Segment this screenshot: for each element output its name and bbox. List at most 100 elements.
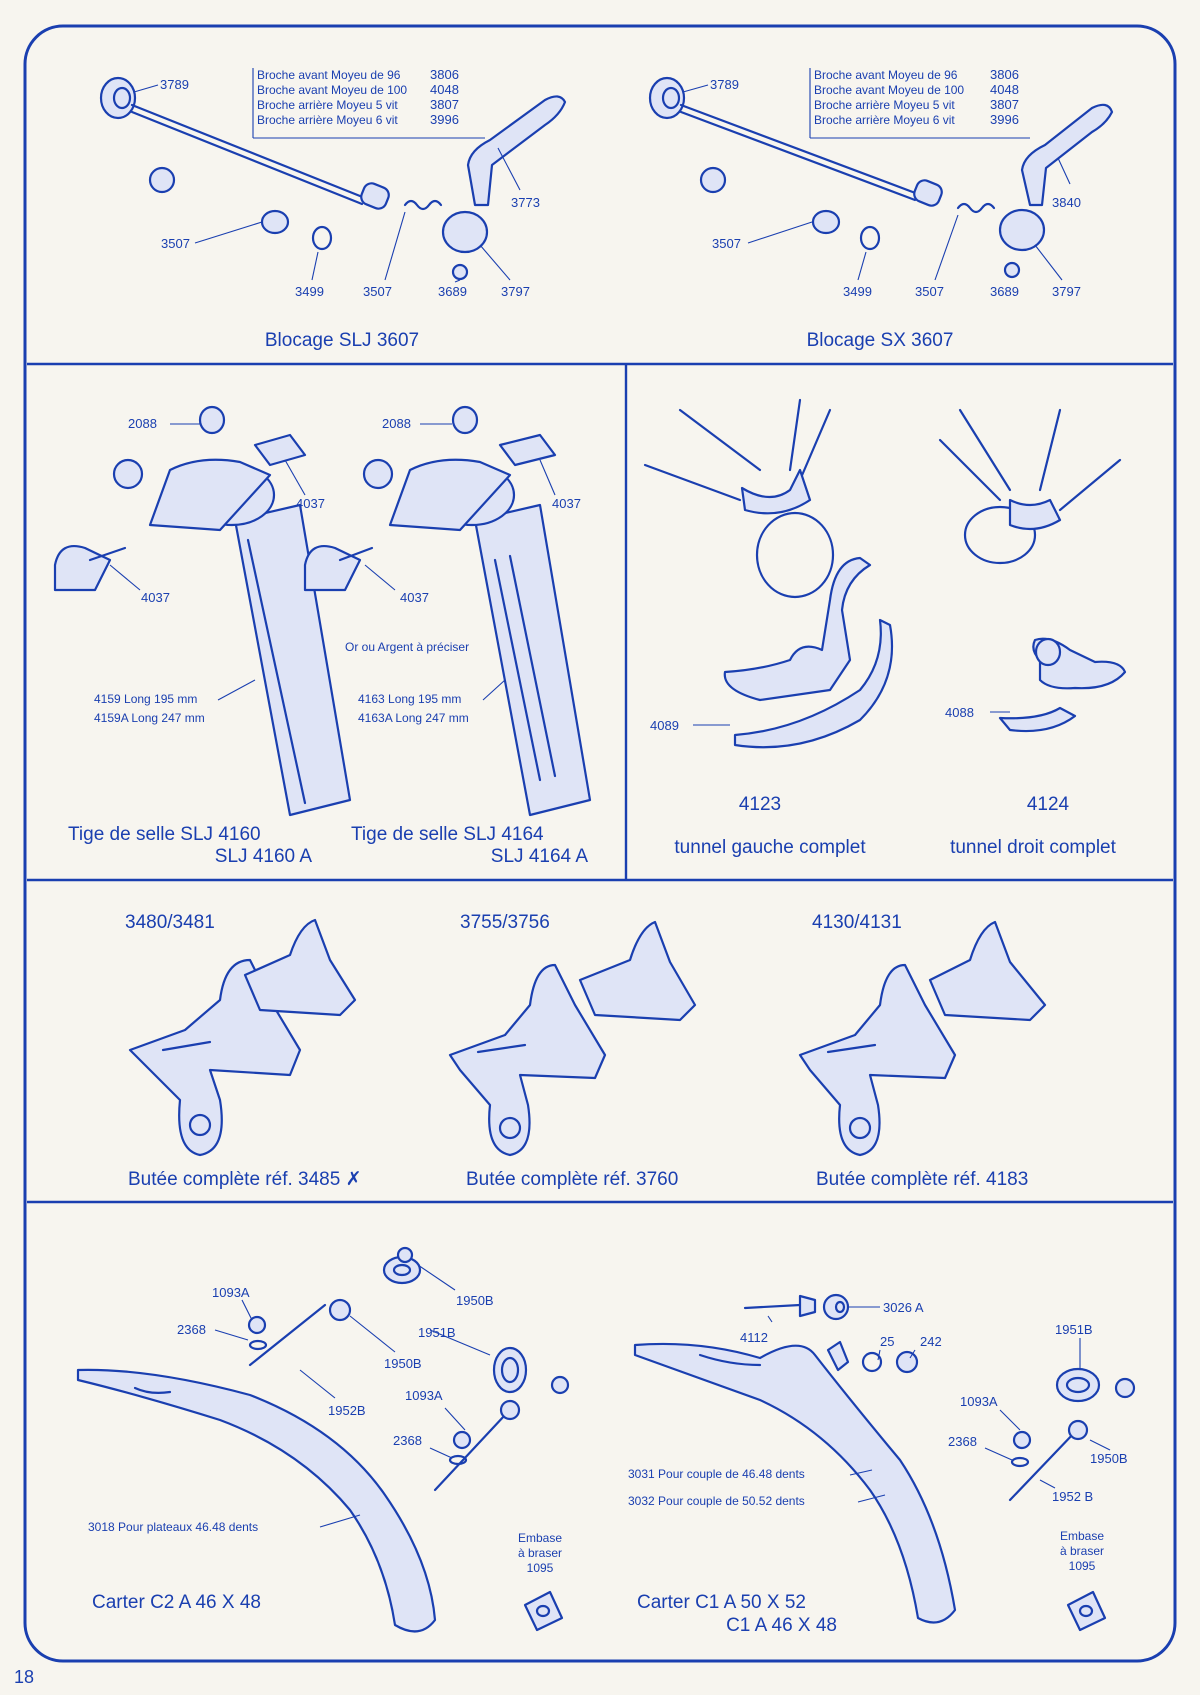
broche-ref: 3806 — [430, 67, 459, 82]
quick-release-drawing — [99, 76, 567, 281]
embase-text: Embase — [1060, 1529, 1104, 1543]
label-1950b: 1950B — [456, 1293, 494, 1308]
caption-carter-c2: Carter C2 A 46 X 48 — [92, 1592, 261, 1613]
embase-c1: Embase à braser 1095 — [1060, 1529, 1107, 1632]
label-3507: 3507 — [363, 284, 392, 299]
caption-carter-c1-b: C1 A 46 X 48 — [726, 1615, 837, 1636]
label-3026a: 3026 A — [883, 1300, 924, 1315]
caption-butee-2: Butée complète réf. 3760 — [466, 1169, 678, 1190]
label-4037: 4037 — [141, 590, 170, 605]
color-note: Or ou Argent à préciser — [345, 640, 469, 654]
embase-text: à braser — [1060, 1544, 1104, 1558]
label-3789: 3789 — [160, 77, 189, 92]
label-1950b: 1950B — [384, 1356, 422, 1371]
caption-blocage-sx: Blocage SX 3607 — [807, 330, 954, 351]
embase-text: à braser — [518, 1546, 562, 1560]
carter-c2-section: 1093A 2368 1950B 1951B 1950B 1952B 1093A… — [76, 1246, 570, 1633]
caption-tige-4160a: SLJ 4160 A — [215, 846, 313, 867]
label-25: 25 — [880, 1334, 894, 1349]
embase-c2: Embase à braser 1095 — [518, 1531, 564, 1632]
broche-ref: 4048 — [990, 82, 1019, 97]
blocage-slj-section: Broche avant Moyeu de 96 3806 Broche ava… — [99, 67, 567, 351]
broche-text: Broche arrière Moyeu 6 vit — [257, 113, 398, 127]
caption-tige-4164a: SLJ 4164 A — [491, 846, 589, 867]
broche-text: Broche avant Moyeu de 100 — [814, 83, 964, 97]
caption-blocage-slj: Blocage SLJ 3607 — [265, 330, 419, 351]
blocage-sx-section: Broche avant Moyeu de 96 3806 Broche ava… — [648, 67, 1114, 351]
label-2368: 2368 — [177, 1322, 206, 1337]
label-3507: 3507 — [915, 284, 944, 299]
broche-ref: 3807 — [990, 97, 1019, 112]
chainguard-drawing — [633, 1293, 1136, 1624]
broche-text: Broche arrière Moyeu 5 vit — [814, 98, 955, 112]
label-3789: 3789 — [710, 77, 739, 92]
butee-ref: 3755/3756 — [460, 912, 550, 933]
tige-4160-section: 2088 4037 4037 4159 Long 195 mm 4159A Lo… — [53, 405, 352, 867]
label-1952b: 1952B — [328, 1403, 366, 1418]
broche-ref: 3806 — [990, 67, 1019, 82]
caption-butee-3: Butée complète réf. 4183 — [816, 1169, 1028, 1190]
label-1952b: 1952 B — [1052, 1489, 1093, 1504]
carter-c2-note: 3018 Pour plateaux 46.48 dents — [88, 1520, 258, 1534]
carter-c1-note: 3031 Pour couple de 46.48 dents — [628, 1467, 805, 1481]
page-number: 18 — [14, 1667, 34, 1687]
tunnel-left-drawing — [643, 398, 894, 749]
embase-text: Embase — [518, 1531, 562, 1545]
label-3689: 3689 — [990, 284, 1019, 299]
butees-section: 3480/3481 Butée complète réf. 3485 ✗ 375… — [125, 912, 1047, 1190]
label-3507: 3507 — [161, 236, 190, 251]
label-3499: 3499 — [295, 284, 324, 299]
carter-c1-note: 3032 Pour couple de 50.52 dents — [628, 1494, 805, 1508]
label-3797: 3797 — [501, 284, 530, 299]
caption-butee-1: Butée complète réf. 3485 ✗ — [128, 1169, 362, 1190]
label-3499: 3499 — [843, 284, 872, 299]
tunnel-right-drawing — [938, 408, 1127, 733]
length-text: 4163A Long 247 mm — [358, 711, 469, 725]
label-2368: 2368 — [948, 1434, 977, 1449]
caption-tunnel-droit: tunnel droit complet — [950, 837, 1117, 858]
broche-text: Broche avant Moyeu de 100 — [257, 83, 407, 97]
chainguard-drawing — [76, 1246, 570, 1633]
label-1093a: 1093A — [212, 1285, 250, 1300]
butee-1: 3480/3481 Butée complète réf. 3485 ✗ — [125, 912, 362, 1190]
length-text: 4159 Long 195 mm — [94, 692, 197, 706]
tunnel-right-ref: 4124 — [1027, 794, 1070, 815]
tige-4164-section: 2088 4037 4037 Or ou Argent à préciser 4… — [303, 405, 592, 867]
caption-tige-4160: Tige de selle SLJ 4160 — [68, 824, 261, 845]
label-3689: 3689 — [438, 284, 467, 299]
broche-ref: 3996 — [430, 112, 459, 127]
label-3773: 3773 — [511, 195, 540, 210]
page-frame — [23, 24, 1177, 1663]
tunnel-left-ref: 4123 — [739, 794, 781, 815]
label-242: 242 — [920, 1334, 942, 1349]
label-4088: 4088 — [945, 705, 974, 720]
label-1950b: 1950B — [1090, 1451, 1128, 1466]
tunnels-section: 4089 4123 tunnel gauche complet 4088 412… — [643, 398, 1127, 858]
label-1093a: 1093A — [405, 1388, 443, 1403]
butee-2: 3755/3756 Butée complète réf. 3760 — [448, 912, 697, 1190]
caption-tige-4164: Tige de selle SLJ 4164 — [351, 824, 544, 845]
label-1951b: 1951B — [1055, 1322, 1093, 1337]
caption-tunnel-gauche: tunnel gauche complet — [674, 837, 866, 858]
butee-3: 4130/4131 Butée complète réf. 4183 — [798, 912, 1047, 1190]
label-1951b: 1951B — [418, 1325, 456, 1340]
label-4037: 4037 — [400, 590, 429, 605]
broche-ref: 3807 — [430, 97, 459, 112]
embase-text: 1095 — [527, 1561, 554, 1575]
broche-text: Broche arrière Moyeu 6 vit — [814, 113, 955, 127]
broche-ref: 3996 — [990, 112, 1019, 127]
length-text: 4163 Long 195 mm — [358, 692, 461, 706]
label-4037: 4037 — [296, 496, 325, 511]
broche-text: Broche avant Moyeu de 96 — [814, 68, 958, 82]
butee-ref: 3480/3481 — [125, 912, 215, 933]
seatpost-drawing — [53, 405, 352, 817]
label-4112: 4112 — [740, 1330, 768, 1345]
quick-release-drawing — [648, 76, 1114, 279]
caption-carter-c1: Carter C1 A 50 X 52 — [637, 1592, 806, 1613]
length-text: 4159A Long 247 mm — [94, 711, 205, 725]
label-3797: 3797 — [1052, 284, 1081, 299]
broche-list: Broche avant Moyeu de 96 3806 Broche ava… — [809, 67, 1030, 139]
broche-list: Broche avant Moyeu de 96 3806 Broche ava… — [252, 67, 485, 139]
label-3840: 3840 — [1052, 195, 1081, 210]
